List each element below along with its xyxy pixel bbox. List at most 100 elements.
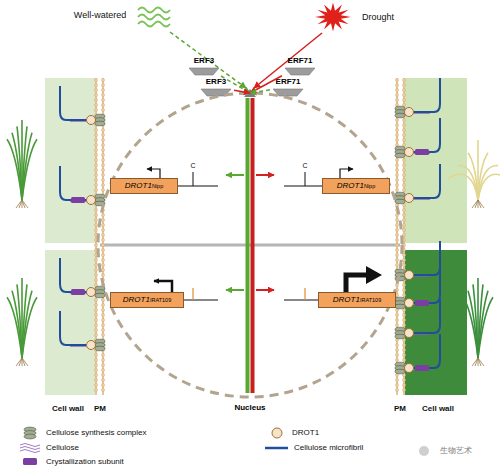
membrane-lipid	[395, 128, 398, 131]
membrane-lipid	[402, 313, 405, 316]
membrane-lipid	[94, 128, 97, 131]
membrane-lipid	[94, 218, 97, 221]
membrane-lipid	[101, 263, 104, 266]
cellulose-microfibril	[60, 166, 88, 200]
state-arrow	[226, 174, 244, 176]
membrane-lipid	[395, 78, 398, 81]
cellulose-microfibril	[412, 78, 440, 112]
membrane-lipid	[101, 313, 104, 316]
membrane-lipid	[101, 183, 104, 186]
membrane-lipid	[402, 283, 405, 286]
membrane-lipid	[402, 293, 405, 296]
membrane-lipid	[402, 188, 405, 191]
gene-baseline	[184, 300, 218, 301]
membrane-lipid	[402, 378, 405, 381]
membrane-lipid	[101, 168, 104, 171]
snp-tick	[304, 288, 305, 300]
membrane-lipid	[402, 98, 405, 101]
rice-plant	[468, 153, 478, 200]
membrane-lipid	[94, 173, 97, 176]
rice-root	[472, 200, 478, 208]
membrane-lipid	[395, 233, 398, 236]
membrane-lipid	[402, 88, 405, 91]
membrane-lipid	[94, 298, 97, 301]
crystallization-subunit	[415, 149, 429, 155]
membrane-lipid	[395, 383, 398, 386]
promoter-arrow	[154, 281, 172, 292]
membrane-lipid	[101, 88, 104, 91]
membrane-lipid	[395, 348, 398, 351]
gene-box: DROT1Nipp	[110, 178, 178, 194]
membrane-lipid	[94, 378, 97, 381]
membrane-lipid	[101, 143, 104, 146]
cell-wall-panel	[45, 250, 95, 395]
text-label: C	[302, 161, 307, 170]
membrane-lipid	[395, 283, 398, 286]
cellulose-microfibril	[412, 299, 440, 333]
membrane-lipid	[395, 183, 398, 186]
text-label: C	[190, 161, 195, 170]
membrane-lipid	[94, 98, 97, 101]
text-label: Well-watered	[74, 10, 126, 21]
membrane-lipid	[402, 168, 405, 171]
membrane-lipid	[402, 308, 405, 311]
membrane-lipid	[402, 263, 405, 266]
membrane-lipid	[94, 278, 97, 281]
factor-name: ERF3	[186, 56, 222, 66]
gene-name: DROT1	[337, 181, 364, 191]
rice-plant	[478, 166, 498, 200]
membrane-lipid	[94, 373, 97, 376]
membrane-lipid	[101, 213, 104, 216]
membrane-lipid	[94, 183, 97, 186]
factor-shape	[282, 67, 318, 76]
crystallization-subunit	[415, 365, 429, 371]
membrane-lipid	[94, 363, 97, 366]
membrane-lipid	[402, 228, 405, 231]
membrane-lipid	[94, 83, 97, 86]
membrane-lipid	[101, 353, 104, 356]
membrane-lipid	[94, 313, 97, 316]
gene-name: DROT1	[125, 181, 152, 191]
snp-tick	[192, 288, 193, 300]
membrane-lipid	[94, 133, 97, 136]
membrane-lipid	[94, 258, 97, 261]
membrane-lipid	[101, 83, 104, 86]
nucleus-compartment: NucleusDROT1NippDROT1NippDROT1IRAT109DRO…	[95, 90, 405, 400]
cellulose-synthesis-complex	[395, 153, 405, 158]
legend-microfibril-icon	[265, 447, 288, 450]
membrane-lipid	[101, 358, 104, 361]
membrane-lipid	[94, 213, 97, 216]
rice-root	[475, 358, 478, 366]
membrane-lipid	[402, 133, 405, 136]
cellulose-synthesis-complex	[395, 334, 405, 339]
membrane-lipid	[395, 118, 398, 121]
membrane-lipid	[395, 358, 398, 361]
legend-text: Cellulose microfibril	[294, 443, 363, 453]
membrane-lipid	[402, 138, 405, 141]
factor-trapezoid	[285, 68, 315, 75]
divider-line	[100, 244, 400, 247]
cellulose-synthesis-complex	[395, 199, 405, 204]
allele-superscript: IRAT109	[360, 295, 381, 305]
membrane-lipid	[94, 273, 97, 276]
rice-root	[22, 358, 28, 366]
membrane-lipid	[402, 173, 405, 176]
membrane-lipid	[101, 223, 104, 226]
membrane-lipid	[101, 188, 104, 191]
cellulose-microfibril	[60, 258, 88, 292]
membrane-lipid	[101, 178, 104, 181]
transcription-factor: ERF3	[186, 56, 222, 76]
cellulose-synthesis-complex	[95, 121, 105, 126]
membrane-lipid	[395, 83, 398, 86]
membrane-lipid	[395, 388, 398, 391]
membrane-lipid	[395, 353, 398, 356]
drot1-protein	[405, 148, 414, 157]
membrane-lipid	[94, 108, 97, 111]
membrane-lipid	[101, 253, 104, 256]
factor-name: ERF71	[270, 77, 306, 87]
nucleus-envelope	[98, 93, 402, 397]
membrane-lipid	[402, 383, 405, 386]
membrane-lipid	[94, 188, 97, 191]
